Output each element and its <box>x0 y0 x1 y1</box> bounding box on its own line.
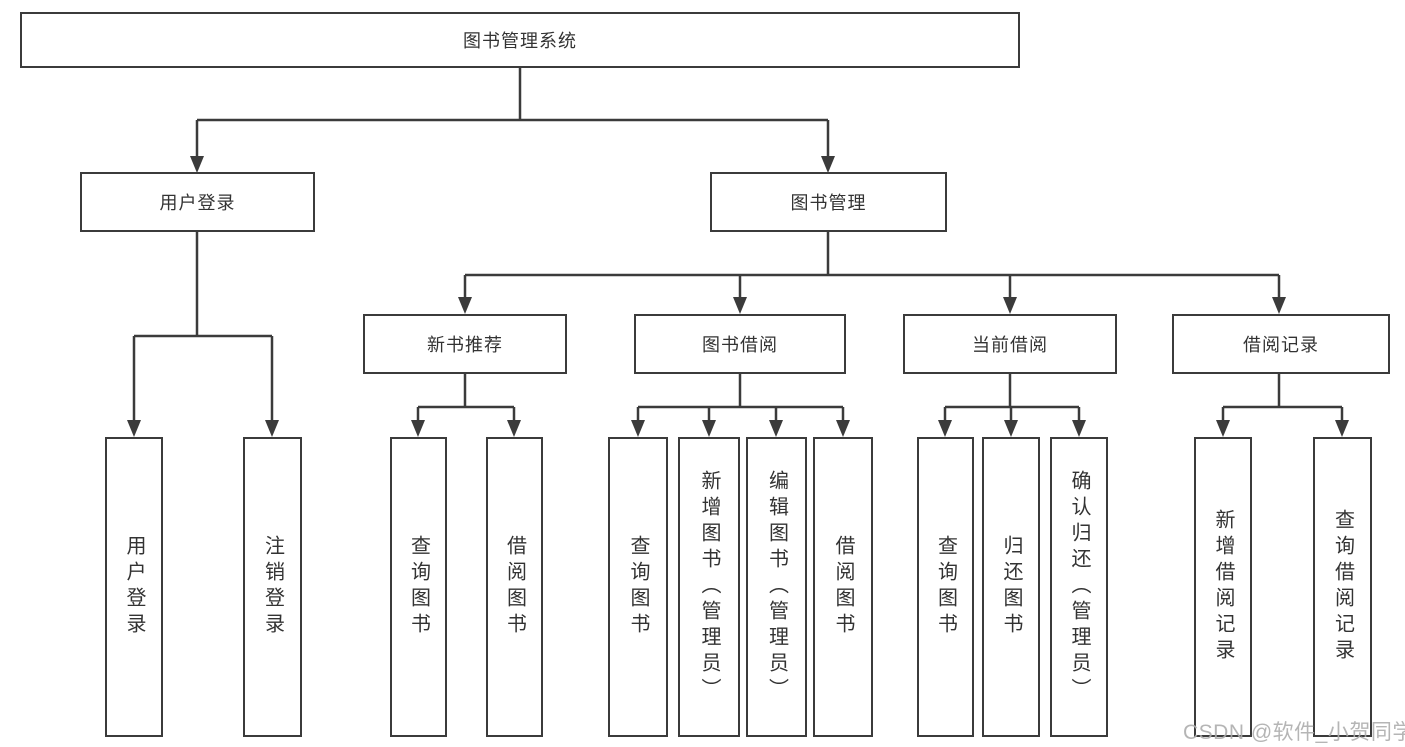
node-current-borrow: 当前借阅 <box>903 314 1117 374</box>
node-borrow-records: 借阅记录 <box>1172 314 1390 374</box>
leaf-cb-confirm-return-admin: 确认归还（管理员） <box>1050 437 1108 737</box>
node-user-login: 用户登录 <box>80 172 315 232</box>
leaf-bb-borrow-book: 借阅图书 <box>813 437 873 737</box>
leaf-bb-query-book: 查询图书 <box>608 437 668 737</box>
leaf-bb-add-book-admin: 新增图书（管理员） <box>678 437 740 737</box>
leaf-nb-query-book: 查询图书 <box>390 437 447 737</box>
leaf-logout: 注销登录 <box>243 437 302 737</box>
leaf-nb-borrow-book: 借阅图书 <box>486 437 543 737</box>
leaf-br-query-record: 查询借阅记录 <box>1313 437 1372 737</box>
leaf-cb-query-book: 查询图书 <box>917 437 974 737</box>
node-root-system: 图书管理系统 <box>20 12 1020 68</box>
leaf-br-add-record: 新增借阅记录 <box>1194 437 1252 737</box>
leaf-bb-edit-book-admin: 编辑图书（管理员） <box>746 437 807 737</box>
node-book-borrow: 图书借阅 <box>634 314 846 374</box>
node-book-management: 图书管理 <box>710 172 947 232</box>
csdn-watermark: CSDN @软件_小贺同学 <box>1183 721 1405 744</box>
leaf-cb-return-book: 归还图书 <box>982 437 1040 737</box>
arrowheads <box>127 156 1349 437</box>
leaf-user-login: 用户登录 <box>105 437 163 737</box>
node-new-book-recommend: 新书推荐 <box>363 314 567 374</box>
